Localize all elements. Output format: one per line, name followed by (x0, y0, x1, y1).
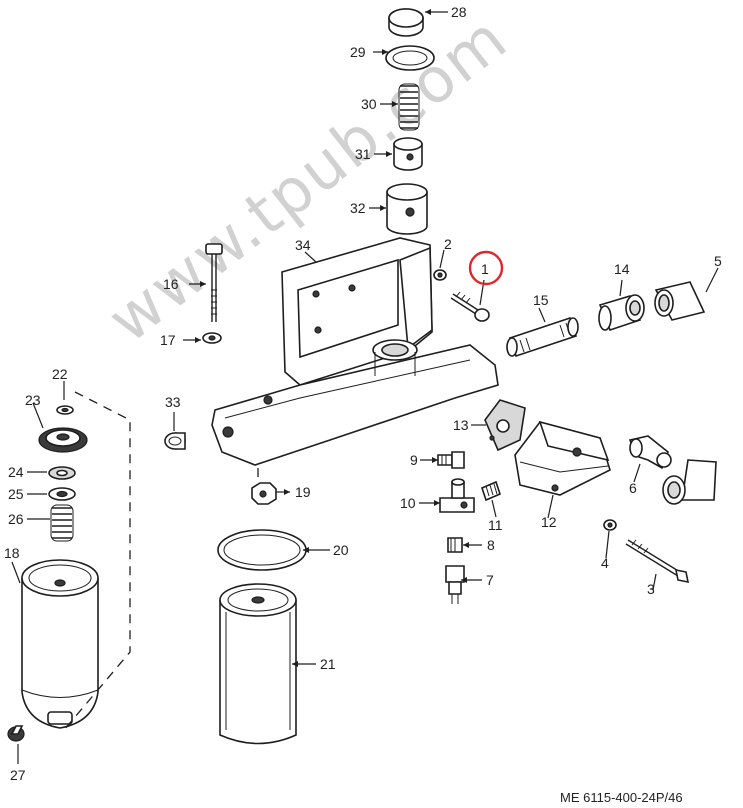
part-30-spring (398, 83, 420, 131)
part-23-seal-disc (38, 427, 88, 453)
callout-30: 30 (361, 96, 377, 112)
callout-11: 11 (488, 517, 503, 533)
callout-20: 20 (333, 542, 349, 558)
callout-labels: 1 2 3 4 5 6 7 8 9 10 11 12 13 14 15 16 1… (4, 4, 722, 783)
part-8-nipple (447, 537, 463, 553)
callout-8: 8 (487, 537, 495, 553)
callout-31: 31 (355, 146, 371, 162)
part-22-small-washer (56, 405, 74, 415)
part-16-long-bolt (205, 243, 223, 322)
callout-12: 12 (541, 514, 557, 530)
part-12-regulator-body (514, 420, 611, 496)
part-27-drain-plug (7, 725, 25, 742)
part-14-adapter (598, 294, 645, 331)
callout-23: 23 (25, 392, 41, 408)
callout-22: 22 (52, 366, 68, 382)
part-24-washer (48, 466, 76, 480)
part-4-lock-washer (603, 519, 617, 531)
part-32-valve-body (386, 183, 428, 235)
callout-24: 24 (8, 464, 24, 480)
part-20-o-ring-gasket (217, 529, 307, 571)
callout-7: 7 (486, 572, 494, 588)
callout-33: 33 (165, 394, 181, 410)
callout-16: 16 (163, 276, 179, 292)
part-21-filter-element (219, 583, 297, 745)
part-25-washer (48, 487, 76, 501)
leader-lines (11, 11, 719, 764)
callout-29: 29 (350, 44, 366, 60)
part-6-elbow-fitting (628, 435, 672, 470)
part-33-plug (164, 432, 186, 450)
callout-17: 17 (160, 332, 176, 348)
part-31-sleeve (393, 137, 423, 171)
callout-4: 4 (601, 555, 609, 571)
part-26-spring (50, 504, 74, 542)
part-18-filter-bowl (21, 559, 99, 729)
callout-10: 10 (400, 495, 416, 511)
callout-21: 21 (320, 656, 336, 672)
part-5-flexible-hose (654, 281, 718, 505)
part-28-cap (388, 8, 424, 37)
part-9-fitting (437, 451, 465, 469)
callout-13: 13 (453, 417, 469, 433)
callout-14: 14 (614, 261, 630, 277)
part-11-plug (481, 480, 501, 502)
callout-5: 5 (714, 253, 722, 269)
part-19-nut (251, 482, 277, 505)
part-15-pipe-nipple (506, 316, 579, 358)
callout-25: 25 (8, 486, 24, 502)
part-1-bolt (450, 291, 490, 322)
callout-27: 27 (10, 767, 26, 783)
figure-reference-code: ME 6115-400-24P/46 (560, 790, 683, 805)
part-17-washer (202, 332, 222, 344)
callout-26: 26 (8, 511, 24, 527)
part-29-gasket-ring (385, 45, 435, 71)
callout-3: 3 (647, 581, 655, 597)
part-13-gasket (484, 399, 526, 452)
callout-1: 1 (481, 261, 489, 277)
part-34-mounting-bracket-housing (211, 237, 499, 466)
part-3-bolt (625, 539, 690, 584)
callout-6: 6 (629, 480, 637, 496)
callout-2: 2 (444, 236, 452, 252)
part-10-tee-fitting (439, 478, 475, 513)
guide-line-left (63, 391, 131, 731)
callout-19: 19 (295, 484, 311, 500)
callout-32: 32 (350, 200, 366, 216)
callout-18: 18 (4, 545, 20, 561)
callout-9: 9 (410, 452, 418, 468)
highlight-ring (468, 250, 504, 286)
callout-34: 34 (295, 237, 311, 253)
part-7-sender-switch (445, 565, 465, 604)
part-2-lock-washer (433, 269, 447, 281)
callout-15: 15 (533, 292, 549, 308)
callout-28: 28 (451, 4, 467, 20)
leader-arrowheads (195, 9, 469, 667)
